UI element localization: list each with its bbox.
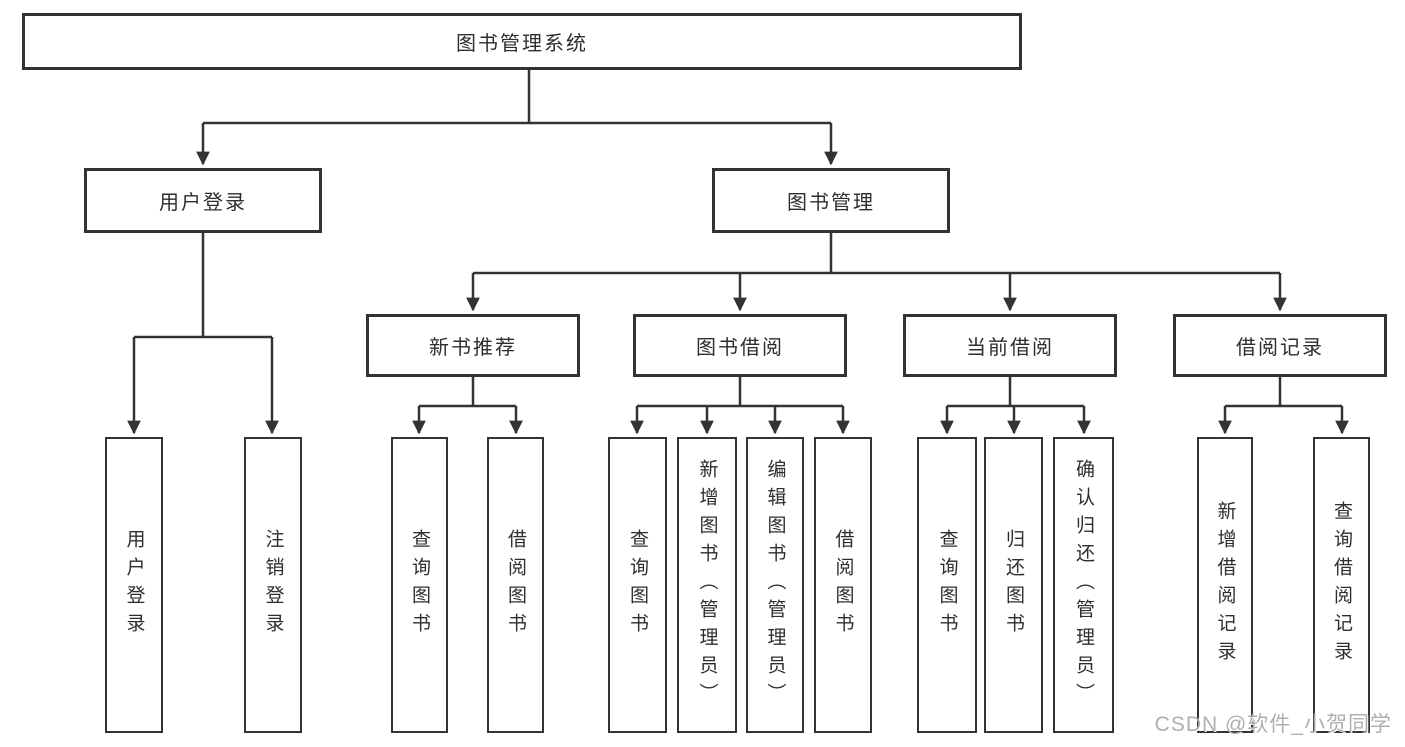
node-user-login: 用户登录 bbox=[84, 168, 322, 233]
leaf-records-query-label: 查询借阅记录 bbox=[1331, 501, 1352, 669]
leaf-borrow-edit-admin-label: 编辑图书（管理员） bbox=[764, 459, 786, 711]
leaf-records-add-label: 新增借阅记录 bbox=[1214, 501, 1236, 669]
leaf-current-query: 查询图书 bbox=[917, 437, 977, 733]
node-user-login-label: 用户登录 bbox=[159, 192, 247, 214]
node-current-borrow-label: 当前借阅 bbox=[966, 337, 1054, 359]
leaf-borrow-query: 查询图书 bbox=[608, 437, 667, 733]
leaf-records-add: 新增借阅记录 bbox=[1197, 437, 1253, 733]
node-root: 图书管理系统 bbox=[22, 13, 1022, 70]
leaf-current-return: 归还图书 bbox=[984, 437, 1043, 733]
node-book-borrow: 图书借阅 bbox=[633, 314, 847, 377]
leaf-current-query-label: 查询图书 bbox=[936, 529, 958, 641]
connector-newbook-to-leaves bbox=[412, 377, 523, 435]
node-new-book-recommend: 新书推荐 bbox=[366, 314, 580, 377]
leaf-user-login: 用户登录 bbox=[105, 437, 163, 733]
leaf-newbook-borrow-label: 借阅图书 bbox=[505, 529, 526, 641]
leaf-records-query: 查询借阅记录 bbox=[1313, 437, 1370, 733]
leaf-newbook-query-label: 查询图书 bbox=[409, 529, 430, 641]
connector-borrow-to-leaves bbox=[630, 377, 850, 435]
leaf-newbook-query: 查询图书 bbox=[391, 437, 448, 733]
leaf-logout-label: 注销登录 bbox=[262, 529, 284, 641]
leaf-borrow-borrow: 借阅图书 bbox=[814, 437, 872, 733]
node-borrow-records: 借阅记录 bbox=[1173, 314, 1387, 377]
leaf-borrow-add-admin: 新增图书（管理员） bbox=[677, 437, 737, 733]
node-book-management: 图书管理 bbox=[712, 168, 950, 233]
leaf-current-return-label: 归还图书 bbox=[1003, 529, 1024, 641]
leaf-logout: 注销登录 bbox=[244, 437, 302, 733]
connector-records-to-leaves bbox=[1218, 377, 1349, 435]
connector-root-to-level2 bbox=[196, 68, 838, 166]
leaf-borrow-query-label: 查询图书 bbox=[627, 529, 648, 641]
leaf-borrow-add-admin-label: 新增图书（管理员） bbox=[696, 459, 718, 711]
leaf-current-confirm-admin-label: 确认归还（管理员） bbox=[1073, 459, 1094, 711]
node-borrow-records-label: 借阅记录 bbox=[1236, 337, 1324, 359]
node-root-label: 图书管理系统 bbox=[456, 33, 588, 55]
csdn-watermark: CSDN @软件_小贺同学 bbox=[1154, 713, 1392, 736]
leaf-newbook-borrow: 借阅图书 bbox=[487, 437, 544, 733]
leaf-current-confirm-admin: 确认归还（管理员） bbox=[1053, 437, 1114, 733]
node-book-management-label: 图书管理 bbox=[787, 192, 875, 214]
connector-current-to-leaves bbox=[940, 377, 1091, 435]
connector-management-to-level3 bbox=[466, 233, 1287, 312]
leaf-borrow-borrow-label: 借阅图书 bbox=[832, 529, 854, 641]
node-new-book-recommend-label: 新书推荐 bbox=[429, 337, 517, 359]
connector-login-to-leaves bbox=[127, 233, 279, 435]
node-current-borrow: 当前借阅 bbox=[903, 314, 1117, 377]
leaf-borrow-edit-admin: 编辑图书（管理员） bbox=[746, 437, 804, 733]
leaf-user-login-label: 用户登录 bbox=[123, 529, 145, 641]
node-book-borrow-label: 图书借阅 bbox=[696, 337, 784, 359]
